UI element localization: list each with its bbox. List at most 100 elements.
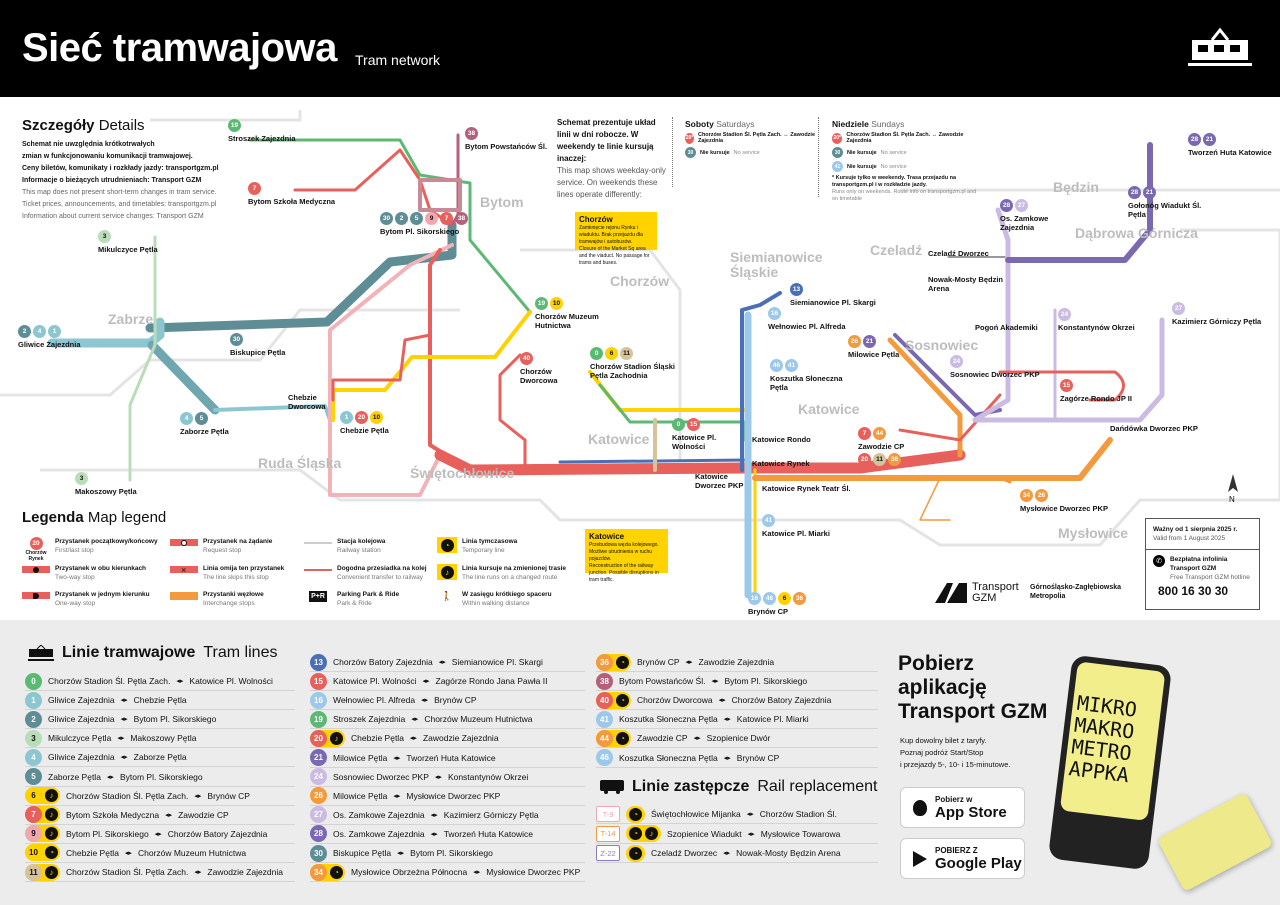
line-badge[interactable]: 5 [410,212,423,225]
line-badge[interactable]: 7 [440,212,453,225]
line-badge[interactable]: 0 [672,418,685,431]
line-badge[interactable]: 15 [687,418,700,431]
station-label[interactable]: Pogoń Akademiki [975,323,1038,332]
tram-line-row[interactable]: 11♪Chorzów Stadion Śl. Pętla Zach.◂▸Zawo… [25,863,295,882]
line-badge[interactable]: 38 [455,212,468,225]
line-badge[interactable]: 21 [1203,133,1216,146]
line-badge[interactable]: 5 [195,412,208,425]
hotline-number[interactable]: 800 16 30 30 [1158,584,1229,598]
station-label[interactable]: Chebzie Dworcowa [288,393,328,411]
line-badge[interactable]: 2 [395,212,408,225]
tram-line-row[interactable]: 36◔Brynów CP◂▸Zawodzie Zajezdnia [596,653,878,672]
line-badge[interactable]: 26 [1035,489,1048,502]
station-label[interactable]: Katowice Rondo [752,435,811,444]
line-badge[interactable]: 19 [228,119,241,132]
line-badge[interactable]: 27 [1172,302,1185,315]
tram-line-row[interactable]: 34◔Mysłowice Obrzeżna Północna◂▸Mysłowic… [310,863,585,883]
line-badge[interactable]: 28 [1188,133,1201,146]
rail-replacement-row[interactable]: T-9◔Świętochłowice Mijanka◂▸Chorzów Stad… [596,805,878,824]
line-badge[interactable]: 21 [1143,186,1156,199]
line-badge[interactable]: 10 [370,411,383,424]
line-badge[interactable]: 21 [863,335,876,348]
line-badge[interactable]: 0 [590,347,603,360]
line-badge[interactable]: 6 [778,592,791,605]
line-badge[interactable]: 30 [230,333,243,346]
line-badge[interactable]: 28 [1128,186,1141,199]
line-badge[interactable]: 9 [425,212,438,225]
line-badge[interactable]: 24 [950,355,963,368]
station-label[interactable]: Katowice Rynek [752,459,810,468]
line-badge[interactable]: 13 [790,283,803,296]
line-badge[interactable]: 20 [355,411,368,424]
line-badge[interactable]: 36 [888,453,901,466]
facebook-link[interactable]: Informacje o bieżących utrudnieniach: Tr… [22,177,202,184]
line-badge[interactable]: 3 [98,230,111,243]
line-badge[interactable]: 40 [520,352,533,365]
line-badge[interactable]: 4 [180,412,193,425]
station-label[interactable]: Nowak-Mosty Będzin Arena [928,275,1018,293]
line-badge[interactable]: 24 [1058,308,1071,321]
station-label[interactable]: Czeladź Dworzec [928,249,989,258]
station-label[interactable]: Katowice Dworzec PKP [695,472,755,490]
tram-line-row[interactable]: 9♪Bytom Pl. Sikorskiego◂▸Chorzów Batory … [25,825,295,844]
tram-line-row[interactable]: 20♪Chebzie Pętla◂▸Zawodzie Zajezdnia [310,729,585,749]
line-badge[interactable]: 7 [858,427,871,440]
station-label[interactable]: Dańdówka Dworzec PKP [1110,424,1198,433]
facebook-link-en[interactable]: Information about current service change… [22,213,204,220]
line-badge[interactable]: 16 [768,307,781,320]
line-badge[interactable]: 38 [465,127,478,140]
line-badge[interactable]: 1 [48,325,61,338]
tram-line-row[interactable]: 10◔Chebzie Pętla◂▸Chorzów Muzeum Hutnict… [25,844,295,863]
line-badge[interactable]: 11 [620,347,633,360]
line-badge[interactable]: 28 [1000,199,1013,212]
station-label[interactable]: Katowice Rynek Teatr Śl. [762,484,851,493]
line-badge[interactable]: 3 [75,472,88,485]
line-badge[interactable]: 6 [605,347,618,360]
rail-replacement-row[interactable]: T-14◔♪Szopienice Wiadukt◂▸Mysłowice Towa… [596,825,878,844]
line-badge[interactable]: 46 [770,359,783,372]
line-badge[interactable]: 44 [873,427,886,440]
rail-replacement-row[interactable]: Z-22◔Czeladź Dworzec◂▸Nowak-Mosty Będzin… [596,844,878,863]
line-badge[interactable]: 41 [762,514,775,527]
line-badge[interactable]: 4 [33,325,46,338]
line-badge[interactable]: 36 [793,592,806,605]
line-badge[interactable]: 26 [848,335,861,348]
tram-line-row[interactable]: 44◔Zawodzie CP◂▸Szopienice Dwór [596,729,878,749]
tram-line-row[interactable]: 40◔Chorzów Dworcowa◂▸Chorzów Batory Zaje… [596,691,878,711]
line-badge[interactable]: 30 [380,212,393,225]
line-badge[interactable]: 41 [785,359,798,372]
